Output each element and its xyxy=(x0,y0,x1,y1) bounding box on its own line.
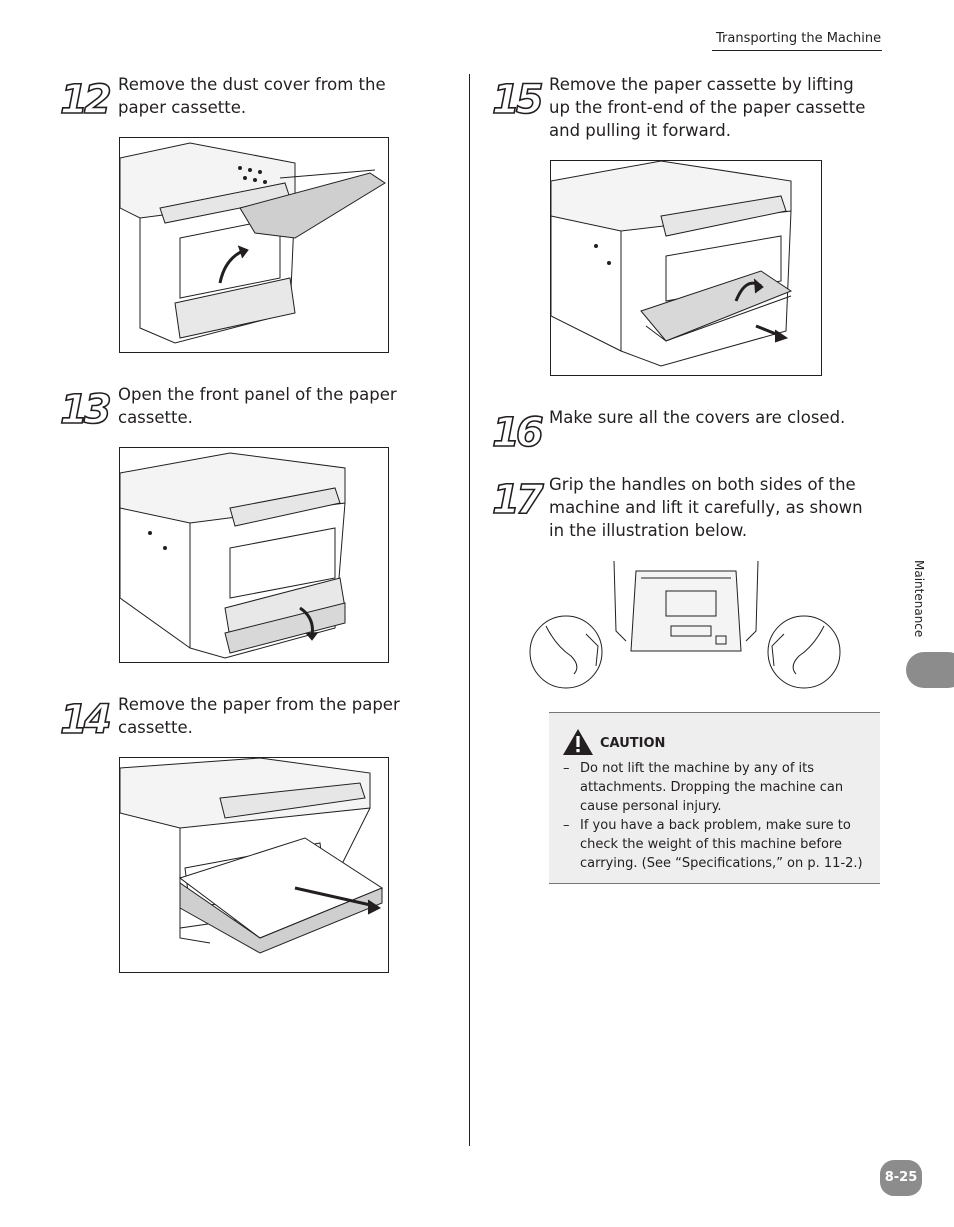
page-number: 8-25 xyxy=(880,1160,922,1196)
caution-title: CAUTION xyxy=(600,736,666,751)
caution-box xyxy=(549,712,880,884)
step-text-14: Remove the paper from the paper cassette… xyxy=(118,695,400,737)
caution-item: –If you have a back problem, make sure t… xyxy=(563,818,863,871)
warning-triangle-icon xyxy=(562,728,594,756)
illustration-lift-machine xyxy=(526,556,844,692)
step-number-14: 14 xyxy=(59,697,112,743)
side-tab-label: Maintenance xyxy=(912,560,926,638)
illustration-open-front-panel xyxy=(119,447,389,663)
illustration-remove-dust-cover xyxy=(119,137,389,353)
illustration-remove-cassette xyxy=(550,160,822,376)
step-text-17: Grip the handles on both sides of the ma… xyxy=(549,475,863,540)
step-number-13: 13 xyxy=(59,387,112,433)
step-text-15: Remove the paper cassette by lifting up … xyxy=(549,75,866,140)
illustration-remove-paper xyxy=(119,757,389,973)
step-number-15: 15 xyxy=(491,77,544,123)
step-number-12: 12 xyxy=(59,77,112,123)
step-text-12: Remove the dust cover from the paper cas… xyxy=(118,75,386,117)
caution-item: –Do not lift the machine by any of its a… xyxy=(563,761,844,814)
column-divider xyxy=(469,74,470,1146)
side-tab xyxy=(906,652,954,688)
step-number-16: 16 xyxy=(491,410,544,456)
step-text-13: Open the front panel of the paper casset… xyxy=(118,385,397,427)
running-header: Transporting the Machine xyxy=(716,31,882,46)
step-text-16: Make sure all the covers are closed. xyxy=(549,408,846,427)
header-rule xyxy=(712,50,882,51)
step-number-17: 17 xyxy=(491,477,544,523)
